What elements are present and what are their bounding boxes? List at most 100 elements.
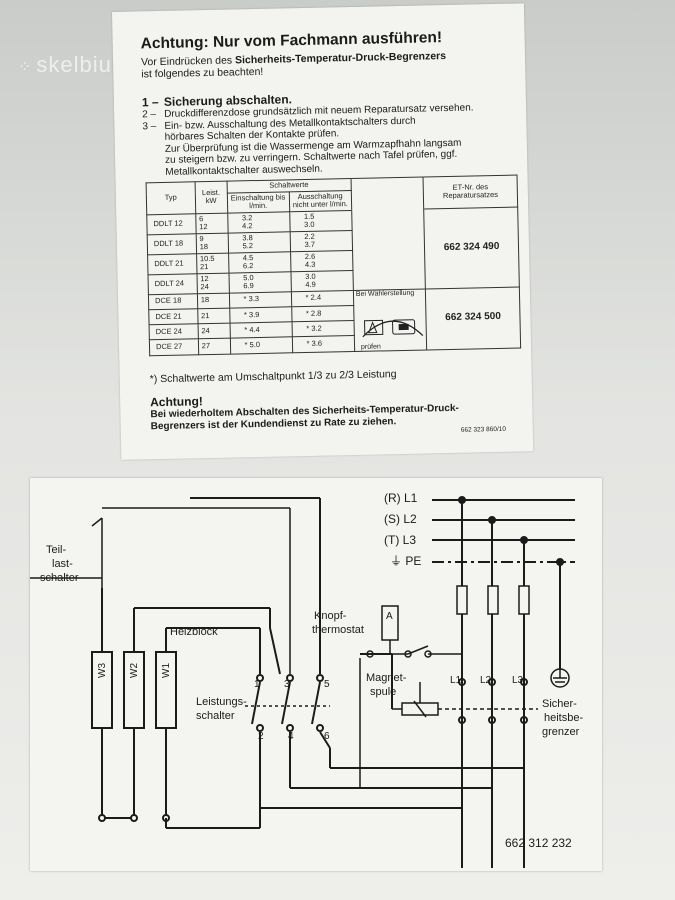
- warning-title: Achtung!: [150, 394, 203, 410]
- cell-ausschaltung: * 3.2: [291, 320, 355, 338]
- watermark-text: skelbiu: [36, 52, 112, 77]
- coil-label-w2: W2: [129, 663, 140, 678]
- knopfthermostat-label-1: Knopf-: [314, 610, 347, 622]
- cell-ausschaltung: * 3.6: [291, 335, 355, 353]
- thermostat-symbol: A: [386, 611, 393, 622]
- terminal-l3: L3: [512, 675, 524, 686]
- selector-dial-icon: [362, 318, 424, 337]
- cell-einschaltung: 4.5 6.2: [228, 251, 291, 273]
- cell-einschaltung: 3.8 5.2: [227, 231, 291, 253]
- partial-load-switch: [30, 507, 291, 674]
- sicherheitsbegrenzer-label-1: Sicher-: [542, 698, 577, 710]
- phase-label-l3: (T) L3: [384, 533, 417, 547]
- diagram-number: 662 312 232: [505, 836, 572, 850]
- footnote: *) Schaltwerte am Umschaltpunkt 1/3 zu 2…: [149, 368, 397, 386]
- cell-leistung: 9 18: [195, 232, 229, 254]
- earth-symbol: [550, 668, 570, 688]
- header-einschaltung: Einschaltung bis l/min.: [226, 191, 290, 213]
- header-et-nr: ET-Nr. des Reparatursatzes: [423, 175, 518, 209]
- magnetspule-label-1: Magnet-: [366, 672, 407, 684]
- terminal-l1: L1: [450, 675, 462, 686]
- cell-et-number-2: 662 324 500: [425, 286, 521, 350]
- coil-label-w3: W3: [97, 663, 108, 678]
- document-number: 662 323 860/10: [460, 425, 507, 434]
- cell-typ: DDLT 12: [146, 213, 196, 235]
- cell-leistung: 10.5 21: [196, 252, 229, 274]
- subtitle-suffix: ist folgendes zu beachten!: [141, 65, 264, 81]
- cell-ausschaltung: * 2.8: [291, 305, 354, 322]
- header-blank: [350, 177, 424, 211]
- cell-selector-position: Bei Wählerstellung prüfen: [353, 288, 427, 351]
- sicherheitsbegrenzer-label-3: grenzer: [542, 726, 580, 738]
- cell-ausschaltung: * 2.4: [290, 290, 354, 307]
- switching-values-table: Typ Leist. kW Schaltwerte ET-Nr. des Rep…: [146, 175, 522, 356]
- phase-label-l2: (S) L2: [384, 512, 417, 526]
- knopfthermostat-label-2: thermostat: [312, 624, 364, 636]
- cell-leistung: 6 12: [195, 212, 228, 234]
- coil-label-w1: W1: [161, 663, 172, 678]
- cell-ausschaltung: 2.2 3.7: [289, 230, 353, 252]
- knob-thermostat: [359, 605, 462, 788]
- warning-text: Bei wiederholtem Abschalten des Sicherhe…: [150, 402, 459, 433]
- watermark: ⁘ skelbiu: [18, 52, 112, 78]
- step-number: 3 –: [142, 120, 157, 132]
- cell-einschaltung: * 3.3: [228, 291, 292, 308]
- cell-leistung: 12 24: [196, 272, 229, 294]
- step-number: 2 –: [142, 109, 157, 121]
- cell-einschaltung: * 5.0: [229, 337, 293, 354]
- phase-label-l1: (R) L1: [384, 491, 418, 505]
- contact-6: 6: [324, 731, 330, 742]
- cell-typ: DCE 21: [148, 308, 198, 325]
- magnetspule-label-2: spule: [370, 686, 397, 698]
- power-switch: [134, 497, 524, 829]
- cell-blank: [351, 208, 426, 291]
- instruction-label: Achtung: Nur vom Fachmann ausführen! Vor…: [112, 3, 534, 460]
- label-subtitle: Vor Eindrücken des Sicherheits-Temperatu…: [141, 49, 511, 81]
- cell-typ: DCE 24: [149, 323, 199, 341]
- phase-drops: [458, 496, 564, 868]
- cell-typ: DDLT 24: [148, 273, 198, 295]
- cell-einschaltung: * 4.4: [229, 321, 292, 339]
- magnet-coil: [392, 682, 538, 718]
- contact-4: 4: [288, 731, 294, 742]
- cell-typ: DCE 27: [149, 339, 199, 356]
- terminal-row: [458, 678, 528, 724]
- header-leistung: Leist. kW: [194, 181, 228, 214]
- sicherheitsbegrenzer-label-2: heitsbe-: [544, 712, 584, 724]
- cell-leistung: 18: [197, 292, 230, 309]
- cell-einschaltung: * 3.9: [229, 306, 292, 324]
- header-ausschaltung: Ausschaltung nicht unter l/min.: [288, 190, 352, 212]
- label-title: Achtung: Nur vom Fachmann ausführen!: [140, 29, 443, 53]
- teillast-label-3: schalter: [40, 572, 79, 584]
- contact-1: 1: [254, 679, 260, 690]
- phase-label-pe: ⏚ PE: [390, 554, 422, 568]
- cell-leistung: 21: [197, 307, 230, 324]
- selector-label: Bei Wählerstellung: [355, 289, 415, 298]
- contact-3: 3: [284, 679, 290, 690]
- leistungsschalter-label-2: schalter: [196, 710, 235, 722]
- terminal-l2: L2: [480, 675, 492, 686]
- teillast-label-1: Teil-: [46, 544, 67, 556]
- leistungsschalter-label-1: Leistungs-: [196, 696, 247, 708]
- pruefen-label: prüfen: [360, 343, 381, 351]
- header-typ: Typ: [146, 181, 196, 215]
- cell-einschaltung: 5.0 6.9: [228, 271, 291, 293]
- contact-2: 2: [258, 731, 264, 742]
- cell-ausschaltung: 1.5 3.0: [289, 210, 353, 232]
- contact-5: 5: [324, 679, 330, 690]
- wiring-diagram: (R) L1 (S) L2 (T) L3 ⏚ PE Teil- last- sc…: [30, 478, 602, 871]
- cell-ausschaltung: 2.6 4.3: [290, 250, 353, 272]
- selector-box: Bei Wählerstellung prüfen: [354, 289, 427, 351]
- step-number: 1 –: [141, 95, 159, 110]
- phase-lines: [432, 499, 575, 563]
- wiring-diagram-lines: [30, 496, 575, 868]
- teillast-label-2: last-: [52, 558, 73, 570]
- watermark-dots-icon: ⁘: [18, 59, 31, 76]
- cell-et-number-1: 662 324 490: [423, 206, 520, 289]
- heizblock-label: Heizblock: [170, 626, 218, 638]
- heater-coils: [91, 588, 177, 822]
- cell-ausschaltung: 3.0 4.9: [290, 270, 354, 292]
- cell-typ: DDLT 21: [147, 253, 197, 275]
